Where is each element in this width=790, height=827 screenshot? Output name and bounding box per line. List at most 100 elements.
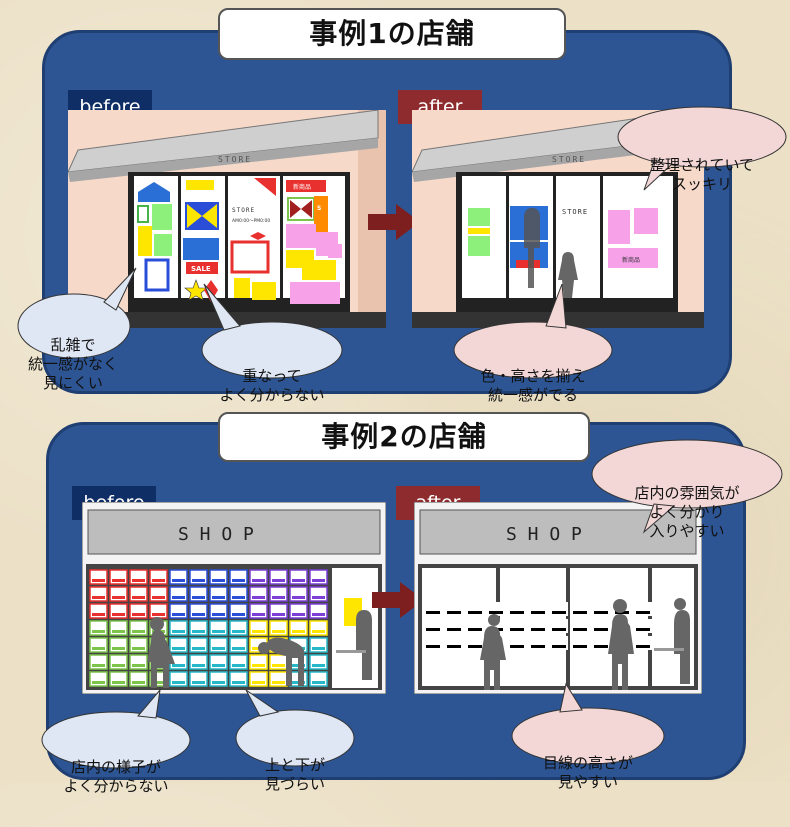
product-tile-stripe (132, 647, 145, 650)
product-tile-stripe (192, 596, 205, 599)
case1-bubble-cluttered: 乱雑で 統一感がなく 見にくい (8, 267, 138, 392)
product-tile-stripe (152, 613, 165, 616)
product-tile-stripe (92, 630, 105, 633)
product-tile-stripe (232, 630, 245, 633)
product-tile-stripe (132, 630, 145, 633)
product-tile-stripe (292, 579, 305, 582)
product-tile-stripe (447, 628, 461, 631)
product-tile-stripe (426, 628, 440, 631)
product-tile-stripe (92, 647, 105, 650)
product-tile-stripe (468, 645, 482, 648)
product-tile-stripe (552, 628, 566, 631)
product-tile-stripe (252, 630, 265, 633)
product-tile-stripe (272, 596, 285, 599)
product-tile-stripe (531, 645, 545, 648)
case2-title: 事例2の店舗 (218, 412, 590, 462)
product-tile-stripe (252, 579, 265, 582)
product-tile-stripe (573, 645, 587, 648)
product-tile-stripe (192, 664, 205, 667)
case1-title: 事例1の店舗 (218, 8, 566, 60)
infographic: 事例1の店舗 before after STORE SALE STORE AM0… (8, 8, 790, 795)
product-tile-stripe (292, 630, 305, 633)
case1-before-storefront: STORE SALE STORE AM0:00〜PM0:00 新商品 (68, 110, 386, 328)
poster-new: 新商品 (293, 183, 311, 191)
product-tile-stripe (510, 611, 524, 614)
product-tile-stripe (272, 664, 285, 667)
store-sign: STORE (218, 155, 252, 164)
product-tile-stripe (152, 681, 165, 684)
product-tile-stripe (272, 613, 285, 616)
product-tile-stripe (212, 664, 225, 667)
product-tile-stripe (552, 611, 566, 614)
case2-after-storefront: S H O P (414, 502, 702, 694)
product-tile-stripe (232, 664, 245, 667)
product-tile-stripe (192, 630, 205, 633)
product-tile-stripe (112, 664, 125, 667)
case1-bubble-neat: 整理されていて スッキリ (614, 104, 790, 193)
product-tile-stripe (172, 664, 185, 667)
product-tile-stripe (212, 681, 225, 684)
product-tile-stripe (172, 613, 185, 616)
product-tile-stripe (312, 579, 325, 582)
case2-before-storefront: S H O P (82, 502, 386, 694)
product-tile-stripe (312, 613, 325, 616)
product-tile-stripe (192, 681, 205, 684)
product-tile-stripe (272, 630, 285, 633)
product-tile-stripe (252, 681, 265, 684)
product-tile-stripe (252, 664, 265, 667)
product-tile-stripe (312, 664, 325, 667)
product-tile-stripe (573, 611, 587, 614)
product-tile-stripe (112, 681, 125, 684)
product-tile-stripe (426, 611, 440, 614)
product-tile-stripe (92, 613, 105, 616)
product-tile-stripe (636, 611, 650, 614)
product-tile-stripe (172, 681, 185, 684)
notice-hours: AM0:00〜PM0:00 (232, 218, 270, 224)
product-tile-stripe (531, 611, 545, 614)
product-tile-stripe (152, 579, 165, 582)
product-tile-stripe (312, 647, 325, 650)
product-tile-stripe (292, 596, 305, 599)
product-tile-stripe (552, 645, 566, 648)
product-tile-stripe (212, 596, 225, 599)
product-tile-stripe (112, 613, 125, 616)
product-tile-stripe (92, 681, 105, 684)
product-tile-stripe (468, 611, 482, 614)
case2-bubble-eye-level: 目線の高さが 見やすい (508, 682, 668, 791)
case2-arrow (372, 582, 424, 618)
product-tile-stripe (594, 611, 608, 614)
product-tile-stripe (232, 681, 245, 684)
case2-bubble-inside-unclear: 店内の様子が よく分からない (38, 688, 194, 795)
product-tile-stripe (232, 596, 245, 599)
svg-text:STORE: STORE (552, 155, 586, 164)
product-tile-stripe (212, 613, 225, 616)
product-tile-stripe (573, 628, 587, 631)
case2-bubble-atmosphere: 店内の雰囲気が よく分かり 入りやすい (588, 436, 786, 540)
shop-sign: S H O P (178, 524, 254, 545)
product-tile-stripe (212, 579, 225, 582)
product-tile-stripe (112, 596, 125, 599)
svg-text:STORE: STORE (562, 208, 588, 216)
product-tile-stripe (172, 630, 185, 633)
product-tile-stripe (292, 613, 305, 616)
product-tile-stripe (232, 579, 245, 582)
product-tile-stripe (132, 596, 145, 599)
case1-bubble-overlap: 重なって よく分からない (196, 283, 348, 404)
product-tile-stripe (132, 681, 145, 684)
product-tile-stripe (252, 596, 265, 599)
product-tile-stripe (132, 613, 145, 616)
product-tile-stripe (212, 647, 225, 650)
product-tile-stripe (92, 596, 105, 599)
product-tile-stripe (312, 630, 325, 633)
product-tile-stripe (132, 664, 145, 667)
product-tile-stripe (594, 645, 608, 648)
product-tile-stripe (172, 579, 185, 582)
product-tile-stripe (212, 630, 225, 633)
product-tile-stripe (636, 628, 650, 631)
product-tile-stripe (426, 645, 440, 648)
product-tile-stripe (447, 645, 461, 648)
notice-store: STORE (232, 207, 255, 214)
product-tile-stripe (312, 596, 325, 599)
product-tile-stripe (192, 613, 205, 616)
product-tile-stripe (468, 628, 482, 631)
